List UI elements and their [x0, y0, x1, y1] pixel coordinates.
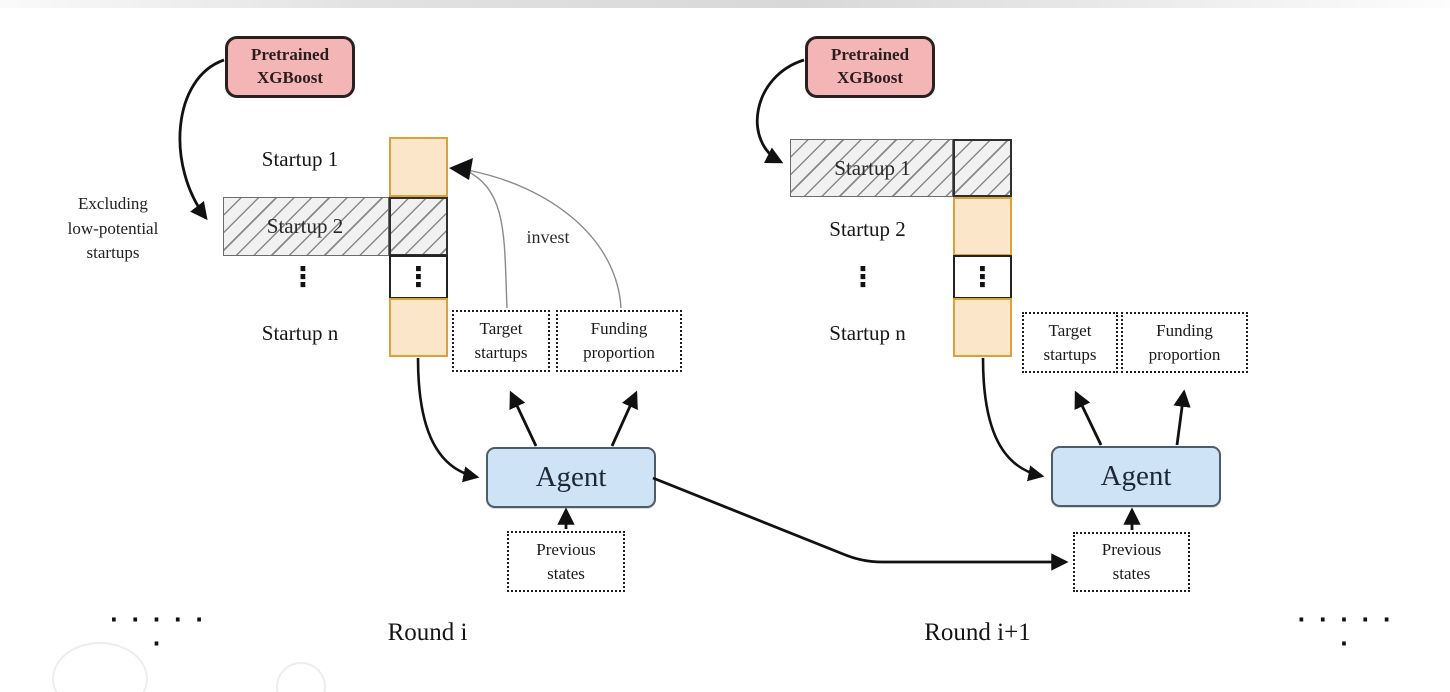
- round-i-label: Round i: [387, 619, 468, 646]
- target-startups-box-right: Target startups: [1022, 312, 1118, 373]
- startupn-label-right: Startup n: [829, 320, 906, 345]
- state-cell-dots-right: ⋮: [953, 255, 1012, 299]
- ellipsis-right: · · · · · ·: [1297, 608, 1394, 656]
- round-i-plus-1-label: Round i+1: [924, 619, 1031, 646]
- excluded-row-label-right: Startup 1: [834, 155, 911, 180]
- startupn-label-left: Startup n: [261, 320, 339, 345]
- target-startups-box-left: Target startups: [452, 310, 550, 372]
- arrow-agent-to-target-right: [1074, 390, 1103, 446]
- arrow-state-to-agent-right: [981, 357, 1045, 482]
- label-column-ellipsis-right: ⋮: [849, 261, 877, 293]
- pretrained-xgboost-box-left: Pretrained XGBoost: [225, 36, 355, 98]
- excluded-row-label-left: Startup 2: [266, 214, 344, 238]
- watermark-shape: [276, 662, 326, 692]
- invest-line-from-target: [464, 169, 508, 309]
- vertical-ellipsis: ⋮: [969, 261, 996, 293]
- state-cell-n-right: [953, 298, 1012, 357]
- arrow-state-to-agent-left: [416, 357, 480, 483]
- funding-proportion-box-left: Funding proportion: [556, 310, 682, 372]
- agent-box-left: Agent: [486, 447, 656, 508]
- previous-states-box-right: Previous states: [1073, 532, 1190, 592]
- state-cell-1-left: [389, 137, 448, 197]
- top-gray-band: [0, 0, 1450, 8]
- state-cell-2-left-excluded: [389, 197, 448, 256]
- state-cell-2-right: [953, 197, 1012, 256]
- arrow-agent-to-target-left: [509, 390, 538, 447]
- startup2-label-right: Startup 2: [829, 216, 906, 241]
- excluding-note: Excluding low-potential startups: [67, 194, 159, 263]
- state-cell-dots-left: ⋮: [389, 255, 448, 299]
- startup1-label-left: Startup 1: [261, 146, 339, 171]
- ellipsis-left: · · · · · ·: [109, 608, 207, 656]
- funding-proportion-box-right: Funding proportion: [1121, 312, 1248, 373]
- invest-label: invest: [526, 226, 570, 247]
- arrow-agent-to-next-previous-states: [652, 476, 1069, 571]
- excluded-row-bar-left: [223, 197, 389, 256]
- agent-box-right: Agent: [1051, 446, 1221, 507]
- arrow-agent-to-funding-right: [1173, 389, 1191, 446]
- label-column-ellipsis-left: ⋮: [289, 261, 317, 293]
- excluded-row-bar-right: [790, 139, 953, 197]
- invest-arrowhead: [449, 158, 473, 180]
- state-cell-n-left: [389, 298, 448, 357]
- pretrained-xgboost-box-right: Pretrained XGBoost: [805, 36, 935, 98]
- previous-states-box-left: Previous states: [507, 531, 625, 592]
- arrow-xgboost-to-matrix-left: [178, 58, 225, 221]
- arrow-agent-to-funding-left: [610, 390, 638, 447]
- state-cell-1-right-excluded: [953, 139, 1012, 197]
- vertical-ellipsis: ⋮: [405, 261, 432, 293]
